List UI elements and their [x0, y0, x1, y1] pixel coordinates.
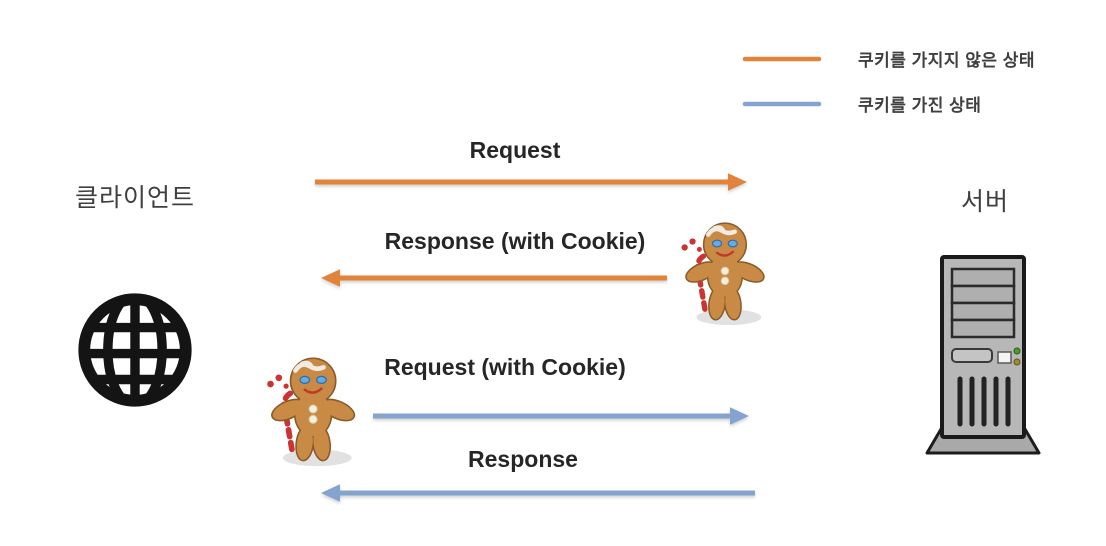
message-label-request: Request: [469, 137, 561, 163]
legend-blue-line-icon: [742, 101, 822, 107]
cookie-gingerbread-icon-request: [258, 349, 362, 470]
message-label-request-with-cookie: Request (with Cookie): [384, 354, 626, 380]
server-tower-icon: [925, 255, 1041, 455]
client-label: 클라이언트: [74, 184, 195, 212]
cookie-gingerbread-icon-response: [672, 215, 772, 328]
server-label: 서버: [960, 188, 1009, 216]
message-label-response: Response: [468, 446, 578, 472]
legend-orange-line-icon: [742, 56, 822, 62]
legend-label-no-cookie: 쿠키를 가지지 않은 상태: [858, 51, 1036, 70]
globe-icon: [78, 293, 192, 407]
legend-label-has-cookie: 쿠키를 가진 상태: [858, 96, 982, 115]
message-label-response-with-cookie: Response (with Cookie): [384, 228, 646, 254]
